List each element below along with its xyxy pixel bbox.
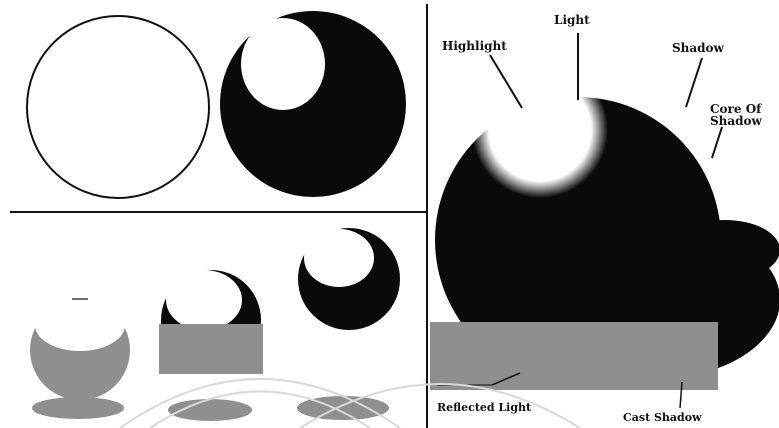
label-shadow: Shadow xyxy=(672,42,724,54)
outline-sphere xyxy=(27,16,209,198)
leader-shadow xyxy=(686,58,702,107)
shaded-sphere-top xyxy=(220,11,406,197)
leader-core-shadow xyxy=(712,127,722,158)
label-core-of-shadow: Core Of Shadow xyxy=(710,103,762,127)
label-light: Light xyxy=(554,14,590,26)
label-reflected-light: Reflected Light xyxy=(437,402,531,413)
label-cast-shadow: Cast Shadow xyxy=(623,412,702,423)
label-core-of-shadow-line2: Shadow xyxy=(710,115,762,127)
label-highlight: Highlight xyxy=(442,40,507,52)
small-sphere-1 xyxy=(30,299,130,419)
